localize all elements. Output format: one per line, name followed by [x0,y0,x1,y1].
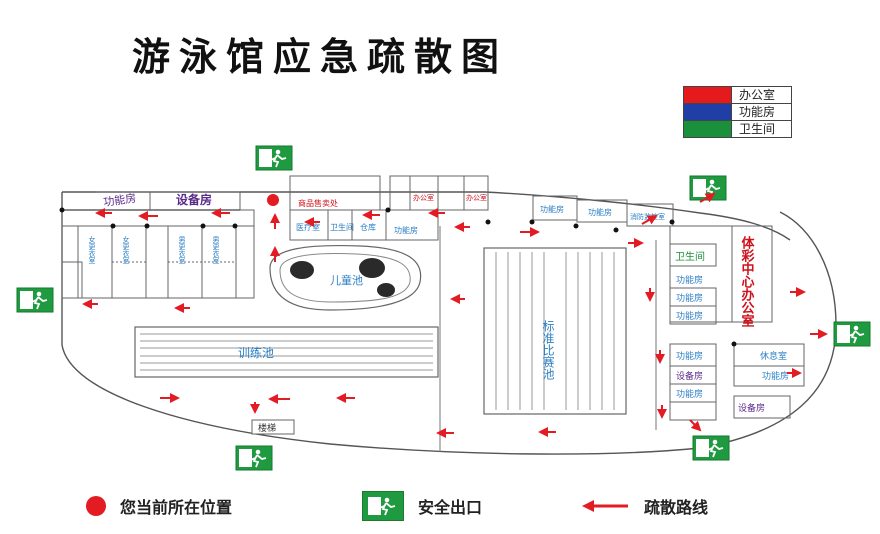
legend-evacuation-route: 疏散路线 [580,486,708,526]
room-office-small-1: 办公室 [413,193,434,202]
kids-pool [269,244,422,311]
standard-pool-label: 标准比赛池 [541,320,555,380]
room-office-small-2: 办公室 [466,193,487,202]
room-locker-2: 女更衣室 [122,235,130,264]
exit-sign-west [16,287,54,313]
room-weisheng-right: 卫生间 [675,250,705,263]
legend-label-toilet: 卫生间 [731,121,791,137]
room-shangpin: 商品售卖处 [298,198,338,208]
room-gongneng-r4: 功能房 [676,350,703,362]
room-weisheng-small: 卫生间 [330,222,354,232]
bottom-legend: 您当前所在位置 安全出口 疏散路线 [0,486,880,526]
legend-row-office: 办公室 [684,87,791,104]
room-gongneng-r1: 功能房 [676,274,703,286]
room-xiaofang: 消防监控室 [630,212,665,221]
current-position-icon [86,496,106,516]
room-cangku: 仓库 [360,222,376,232]
legend-safety-exit-label: 安全出口 [418,498,483,517]
east-wing [655,225,805,430]
room-locker-3: 男更衣室 [178,236,186,264]
room-locker-1: 女更衣室 [88,235,96,264]
legend-label-office: 办公室 [731,87,791,103]
room-shebei-top-left: 设备房 [176,192,212,207]
room-gongneng-arc-2: 功能房 [588,207,612,217]
stairs [251,419,295,435]
room-tica-office: 体彩中心办公室 [739,235,756,328]
legend-current-position-label: 您当前所在位置 [120,498,233,517]
fire-equipment-points [59,207,737,347]
toilet-swatch [684,121,731,137]
room-gongneng-top-left: 功能房 [102,191,137,209]
room-gongneng-r5: 功能房 [676,388,703,400]
exit-sign-east [833,321,871,347]
training-pool-label: 训练池 [238,345,274,360]
legend-row-function: 功能房 [684,104,791,121]
room-gongneng-r6: 功能房 [762,370,789,382]
room-gongneng-mid: 功能房 [394,225,418,235]
current-position-marker [267,194,279,206]
function-room-swatch [684,104,731,120]
evacuation-arrow-icon [582,500,628,512]
standard-pool [483,247,627,415]
office-swatch [684,87,731,103]
room-gongneng-r2: 功能房 [676,292,703,304]
room-shebei-r2: 设备房 [738,402,765,414]
legend-evacuation-route-label: 疏散路线 [644,498,709,517]
training-pool [134,326,439,378]
legend-label-function: 功能房 [731,104,791,120]
exit-sign-southeast [692,435,730,461]
room-gongneng-r3: 功能房 [676,310,703,322]
exit-sign-icon [362,491,404,521]
exit-sign-north [255,145,293,171]
evacuation-arrows [82,193,828,438]
map-title: 游泳馆应急疏散图 [132,35,509,79]
legend-current-position: 您当前所在位置 [86,486,232,526]
room-shebei-r1: 设备房 [676,370,703,382]
room-yiliao: 医疗室 [296,222,320,232]
kids-pool-label: 儿童池 [330,273,363,287]
north-block [289,175,674,241]
stairs-label: 楼梯 [258,422,276,434]
exit-sign-south [235,445,273,471]
room-type-legend: 办公室 功能房 卫生间 [683,86,792,138]
legend-safety-exit: 安全出口 [362,486,482,526]
west-wing [61,191,255,299]
building-outline [61,191,837,455]
legend-row-toilet: 卫生间 [684,121,791,137]
room-xiuxi: 休息室 [760,350,787,362]
room-locker-4: 男更衣室 [212,236,220,264]
room-gongneng-arc-1: 功能房 [540,204,564,214]
